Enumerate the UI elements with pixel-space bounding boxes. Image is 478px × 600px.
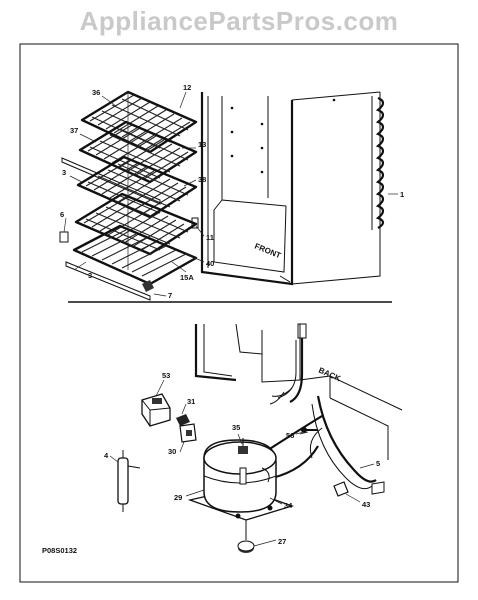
cabinet-back-corner xyxy=(194,323,403,460)
callout-37: 37 xyxy=(70,126,78,135)
callout-53: 53 xyxy=(162,371,170,380)
callout-5: 5 xyxy=(376,459,380,468)
callout-36: 36 xyxy=(92,88,100,97)
callout-11: 11 xyxy=(206,233,214,242)
callout-1: 1 xyxy=(400,190,404,199)
diagram-code: P08S0132 xyxy=(42,546,77,555)
overload-31 xyxy=(176,414,190,426)
leader-lines-top xyxy=(63,91,205,297)
callout-15a: 15A xyxy=(180,273,194,282)
callout-43: 43 xyxy=(362,500,370,509)
leader-lines-bottom xyxy=(109,379,375,547)
screw-56 xyxy=(299,427,318,435)
callout-labels: 36 12 37 13 3 38 1 6 11 40 15A 3 7 53 31… xyxy=(60,83,404,546)
callout-12: 12 xyxy=(183,83,191,92)
callout-3-lower: 3 xyxy=(88,271,92,280)
callout-4: 4 xyxy=(104,451,109,460)
freezer-shelves xyxy=(59,90,199,301)
overload-30 xyxy=(179,423,197,443)
freezer-cabinet xyxy=(200,91,398,286)
drier-4 xyxy=(117,450,141,512)
callout-13: 13 xyxy=(198,140,206,149)
compressor-29 xyxy=(187,438,295,553)
callout-6: 6 xyxy=(60,210,64,219)
clip-43 xyxy=(333,481,385,497)
callout-30: 30 xyxy=(168,447,176,456)
callout-31: 31 xyxy=(187,397,195,406)
callout-56: 56 xyxy=(286,431,294,440)
callout-29: 29 xyxy=(174,493,182,502)
watermark: AppliancePartsPros.com xyxy=(79,6,399,36)
callout-3-upper: 3 xyxy=(62,168,66,177)
callout-35: 35 xyxy=(232,423,240,432)
callout-40: 40 xyxy=(206,259,214,268)
callout-34: 34 xyxy=(284,501,293,510)
callout-27: 27 xyxy=(278,537,286,546)
tubing xyxy=(267,323,377,490)
diagram-frame xyxy=(19,43,459,583)
relay-53 xyxy=(141,393,171,427)
callout-38: 38 xyxy=(198,175,206,184)
callout-7: 7 xyxy=(168,291,172,300)
front-label: FRONT xyxy=(253,242,282,261)
